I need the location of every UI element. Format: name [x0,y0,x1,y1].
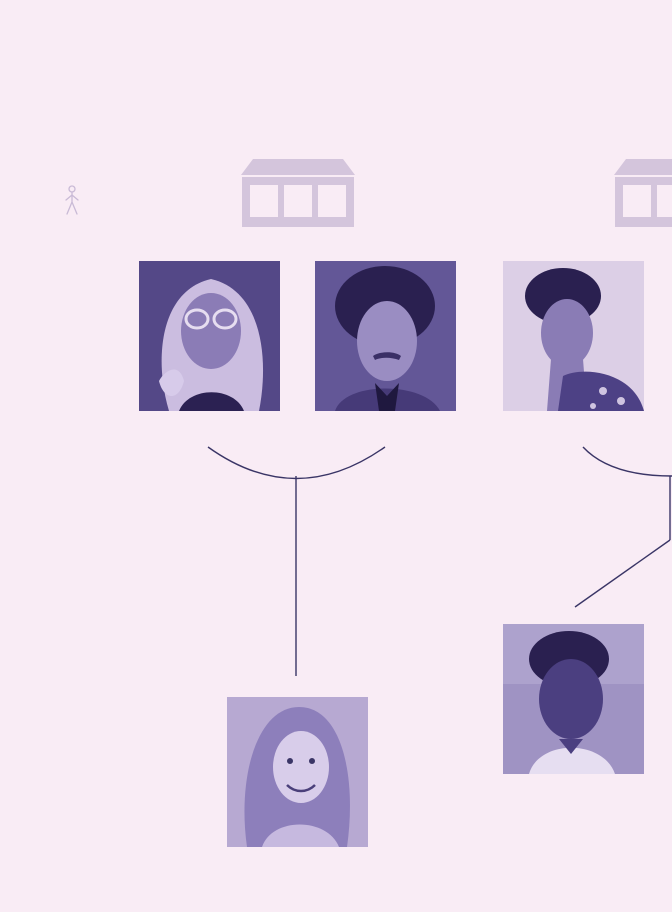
person-portrait[interactable] [503,624,644,774]
portrait-photo [315,261,456,411]
house-icon [241,159,355,227]
union-arc-right [582,446,672,477]
portrait-photo [227,697,368,847]
descent-line-right-diagonal [574,539,671,608]
portrait-photo [503,624,644,774]
person-portrait[interactable] [227,697,368,847]
portrait-photo [139,261,280,411]
person-portrait[interactable] [139,261,280,411]
union-arc-left [207,446,386,480]
person-portrait[interactable] [503,261,644,411]
person-walking-icon[interactable] [60,184,84,218]
house-icon [614,159,672,227]
portrait-photo [503,261,644,411]
person-portrait[interactable] [315,261,456,411]
